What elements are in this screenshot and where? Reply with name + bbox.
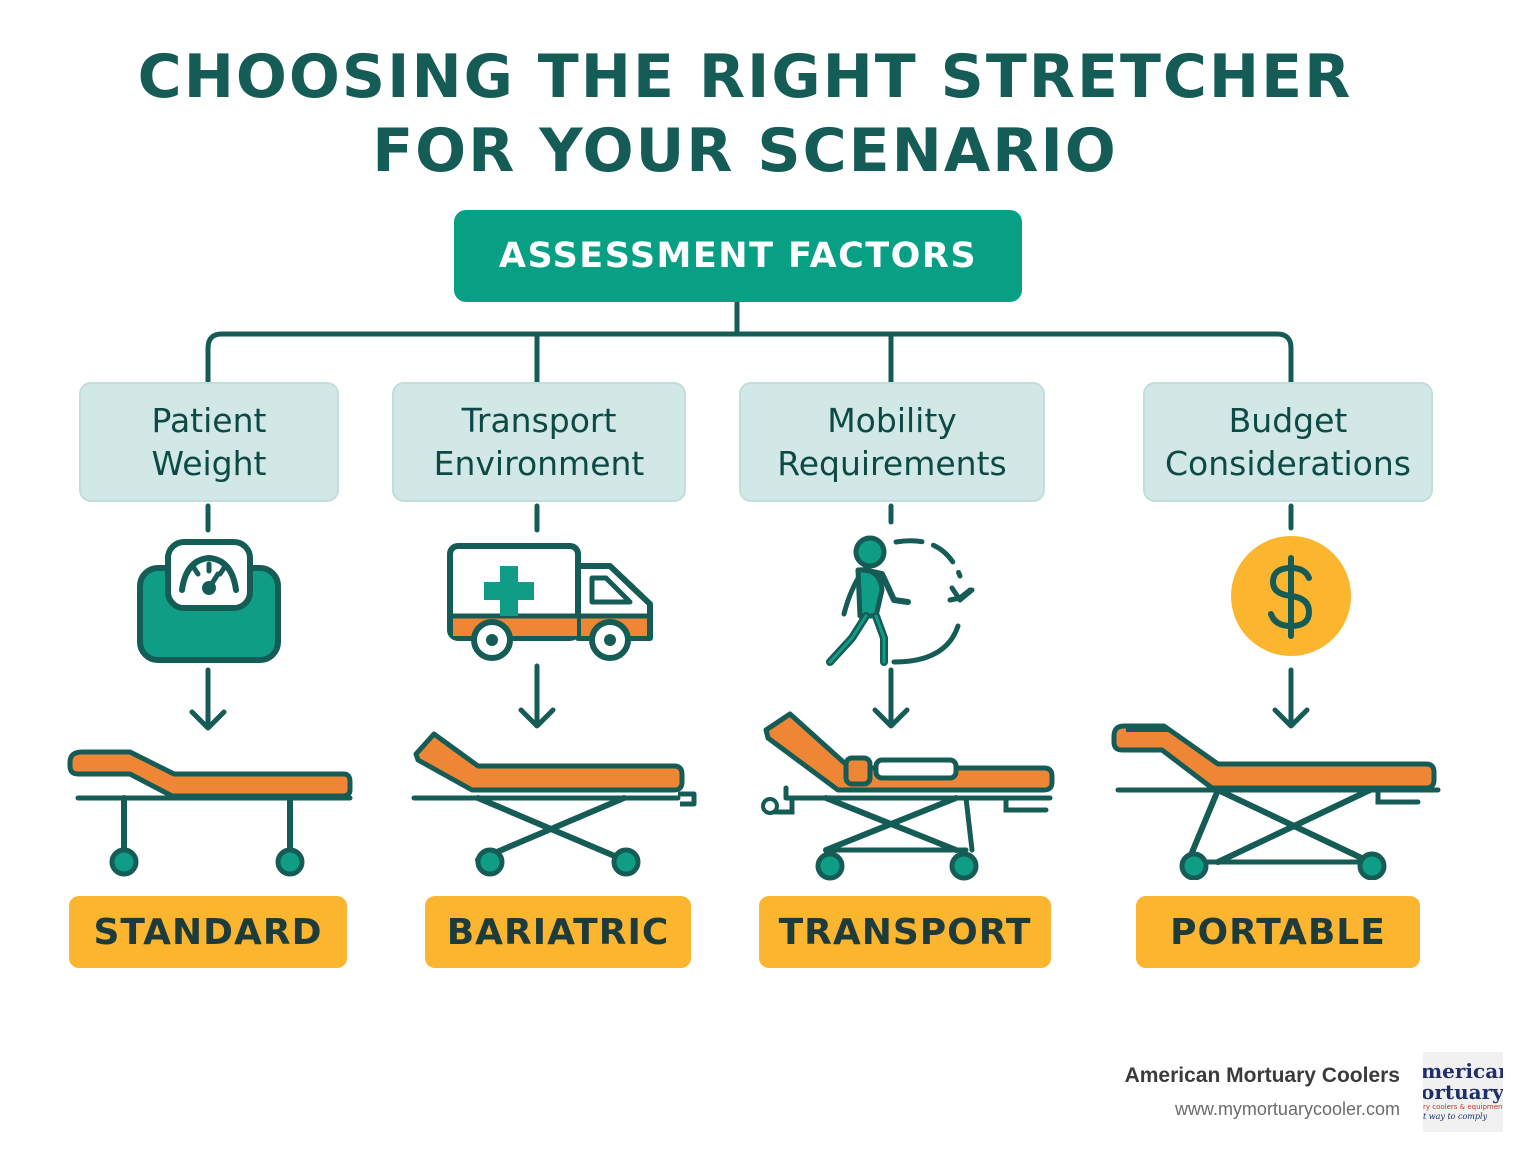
outcome-portable: PORTABLE [1136, 896, 1420, 968]
standard-stretcher-icon [67, 749, 353, 877]
brand-logo: merican ortuary ry coolers & equipment t… [1423, 1052, 1503, 1132]
outcome-transport: TRANSPORT [759, 896, 1051, 968]
ambulance-icon [447, 543, 653, 661]
factor-label-line2: Considerations [1165, 444, 1411, 483]
factor-label-line1: Budget [1228, 401, 1348, 440]
outcome-label: PORTABLE [1170, 911, 1386, 953]
factor-mobility-requirements: Mobility Requirements [739, 382, 1045, 502]
factor-label-line1: Mobility [827, 401, 957, 440]
factor-label-line2: Weight [151, 444, 267, 483]
brand-url[interactable]: www.mymortuarycooler.com [1174, 1099, 1400, 1119]
scale-icon [137, 539, 281, 663]
logo-text-line3: ry coolers & equipment [1423, 1103, 1503, 1111]
bariatric-stretcher-icon [411, 731, 697, 877]
outcome-label: STANDARD [93, 911, 323, 953]
title-line-2: FOR YOUR SCENARIO [372, 116, 1118, 186]
transport-stretcher-icon [761, 711, 1055, 881]
title-line-1: CHOOSING THE RIGHT STRETCHER [137, 42, 1353, 112]
outcome-label: BARIATRIC [446, 911, 670, 953]
assessment-factors-label: ASSESSMENT FACTORS [498, 236, 978, 276]
outcome-label: TRANSPORT [778, 911, 1032, 953]
outcome-standard: STANDARD [69, 896, 347, 968]
dollar-coin-icon [1231, 536, 1351, 656]
factor-label-line2: Environment [433, 444, 645, 483]
factor-patient-weight: Patient Weight [79, 382, 339, 502]
factor-label-line2: Requirements [777, 444, 1007, 483]
page-title: CHOOSING THE RIGHT STRETCHER FOR YOUR SC… [0, 40, 1490, 188]
factor-label-line1: Transport [461, 401, 617, 440]
portable-stretcher-icon [1111, 723, 1441, 880]
factor-transport-environment: Transport Environment [392, 382, 686, 502]
walking-person-icon [826, 535, 975, 666]
outcome-bariatric: BARIATRIC [425, 896, 691, 968]
factor-budget-considerations: Budget Considerations [1143, 382, 1433, 502]
factor-label-line1: Patient [151, 401, 267, 440]
logo-text-line4: t way to comply [1423, 1112, 1488, 1121]
logo-text-line2: ortuary [1423, 1080, 1503, 1104]
brand-name: American Mortuary Coolers [1124, 1064, 1400, 1087]
logo-text-line1: merican [1423, 1059, 1503, 1083]
assessment-factors-box: ASSESSMENT FACTORS [454, 210, 1022, 302]
